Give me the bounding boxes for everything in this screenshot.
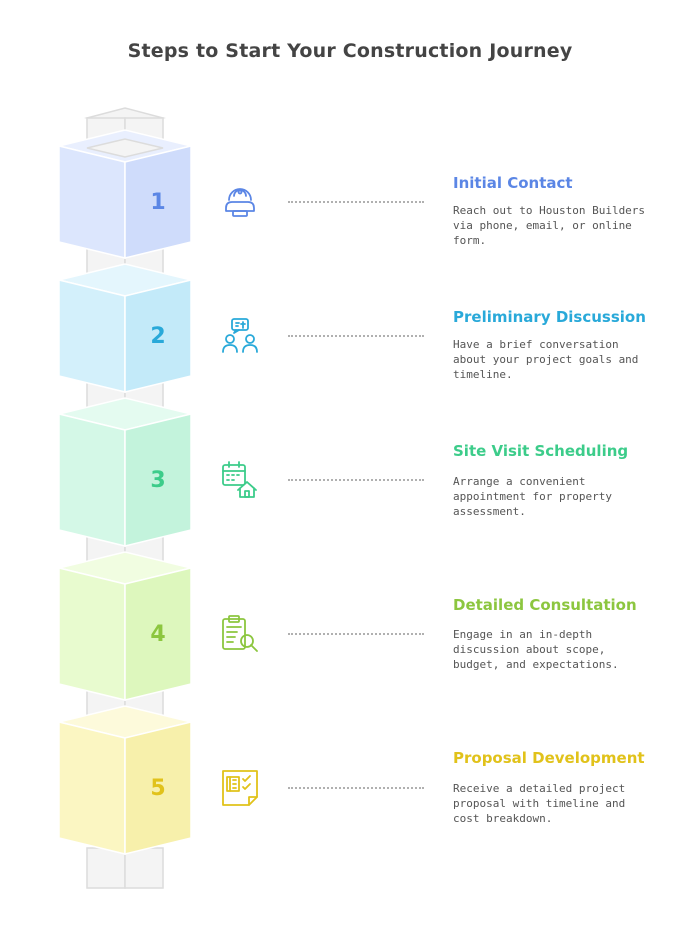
step-2-connector bbox=[288, 335, 424, 337]
step-1-description: Reach out to Houston Builders via phone,… bbox=[453, 204, 646, 247]
step-3-description: Arrange a convenient appointment for pro… bbox=[453, 475, 612, 518]
block-4 bbox=[58, 551, 192, 701]
block-3 bbox=[58, 397, 192, 547]
step-3-title: Site Visit Scheduling bbox=[453, 442, 629, 460]
step-5-number: 5 bbox=[150, 776, 166, 801]
step-4-number: 4 bbox=[150, 622, 166, 647]
step-2-title: Preliminary Discussion bbox=[453, 308, 646, 326]
block-2 bbox=[58, 263, 192, 393]
step-2-number: 2 bbox=[150, 324, 166, 349]
step-5-connector bbox=[288, 787, 424, 789]
step-1-title: Initial Contact bbox=[453, 174, 573, 192]
diagram-title: Steps to Start Your Construction Journey bbox=[127, 40, 573, 62]
step-1-number: 1 bbox=[150, 190, 166, 215]
step-1-connector bbox=[288, 201, 424, 203]
step-4-description: Engage in an in-depth discussion about s… bbox=[453, 628, 619, 671]
step-4-title: Detailed Consultation bbox=[453, 596, 637, 614]
proposal-document-icon bbox=[222, 770, 258, 806]
step-3-connector bbox=[288, 479, 424, 481]
step-3-number: 3 bbox=[150, 468, 166, 493]
calendar-house-icon bbox=[222, 461, 257, 498]
block-1 bbox=[58, 129, 192, 259]
step-5-title: Proposal Development bbox=[453, 749, 645, 767]
step-5-description: Receive a detailed project proposal with… bbox=[453, 782, 626, 825]
discussion-people-icon bbox=[222, 318, 258, 353]
step-2-description: Have a brief conversation about your pro… bbox=[453, 338, 639, 381]
step-4-connector bbox=[288, 633, 424, 635]
block-5 bbox=[58, 705, 192, 855]
clipboard-search-icon bbox=[222, 615, 258, 652]
contact-headset-icon bbox=[225, 188, 255, 217]
